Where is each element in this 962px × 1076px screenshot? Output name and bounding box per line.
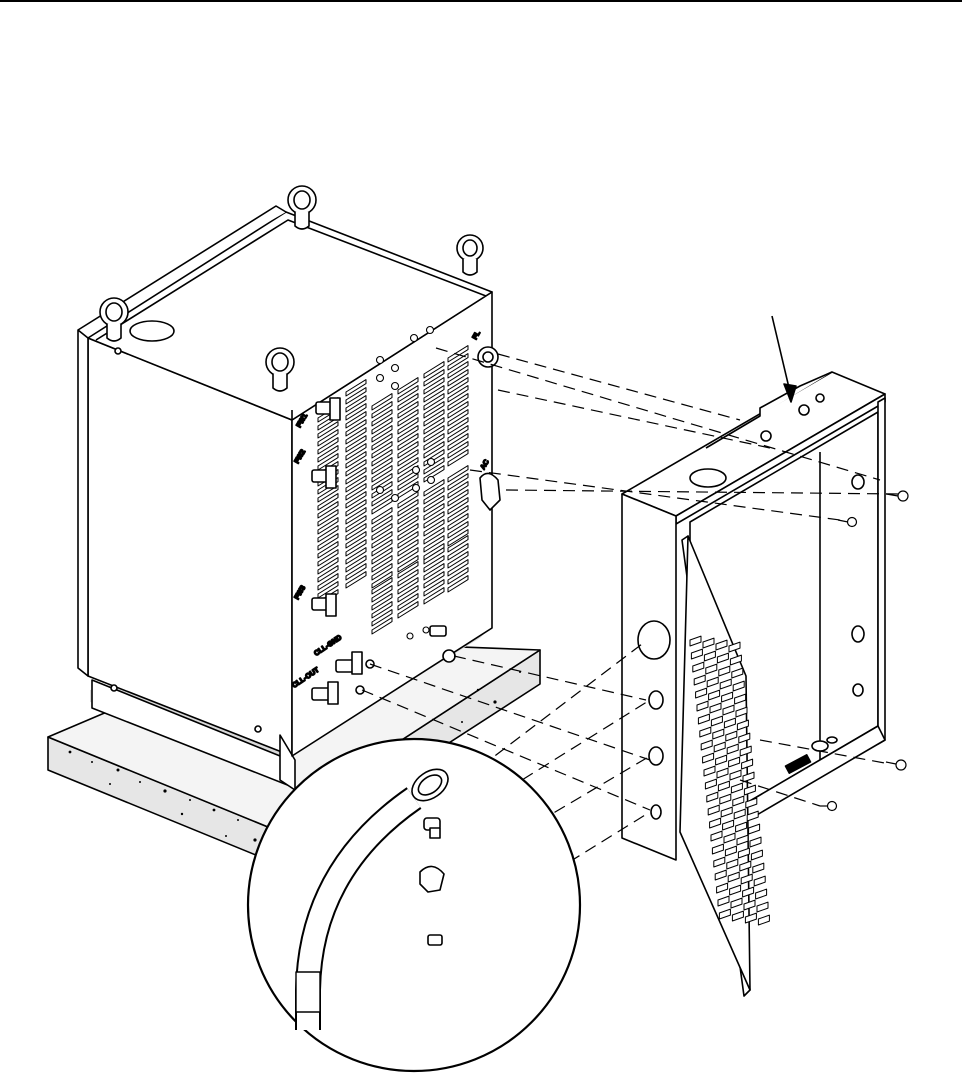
detail-magnifier <box>248 739 580 1071</box>
louver-slot <box>753 863 764 873</box>
louver-slot <box>756 889 767 899</box>
top-conduit-hole <box>130 321 174 341</box>
elbow-fitting <box>420 866 444 892</box>
lifting-eye <box>457 235 483 275</box>
louver-slot <box>757 902 768 912</box>
screw-icon <box>886 491 908 501</box>
louver-slot <box>758 915 769 925</box>
screw-icon <box>886 760 906 770</box>
callout-arrow <box>772 316 796 402</box>
connector-fitting <box>428 935 442 945</box>
screw-icon <box>820 802 837 811</box>
louver-slot <box>749 824 760 834</box>
louver-slot <box>751 850 762 860</box>
louver-slot <box>750 837 761 847</box>
louver-slot <box>754 876 765 886</box>
